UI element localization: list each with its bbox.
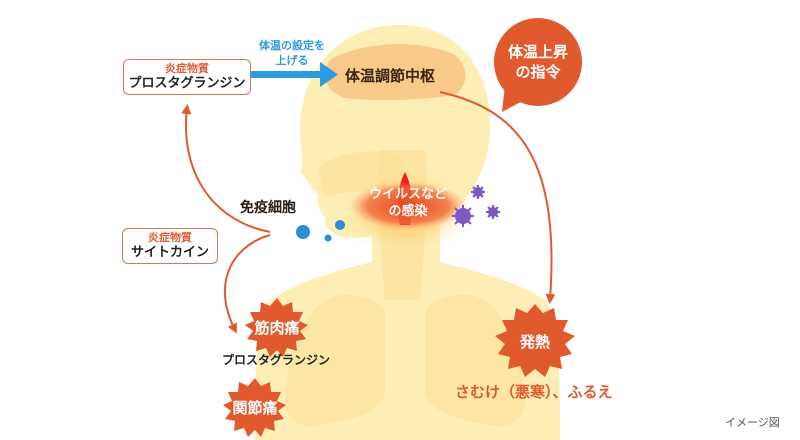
prostaglandin-label: プロスタグランジン: [222, 353, 331, 367]
immune-to-prostaglandin-arrow: [181, 104, 271, 233]
thermoregulation-center-label: 体温調節中枢: [345, 67, 436, 85]
substance-name: プロスタグランジン: [128, 76, 246, 91]
category-label: 炎症物質: [148, 231, 192, 244]
brain-to-fever-arrow: [439, 91, 556, 304]
speech-bubble: [494, 18, 582, 112]
burst-fever: [495, 304, 575, 377]
burst-muscle-pain: [245, 298, 308, 357]
inflammatory-substance-prostaglandin-box: 炎症物質 プロスタグランジン: [123, 59, 251, 95]
raise-setpoint-label: 体温の設定を 上げる: [259, 39, 325, 67]
muscle-pain-label: 筋肉痛: [254, 319, 300, 337]
chills-shivering-label: さむけ（悪寒）、ふるえ: [455, 383, 613, 401]
virus-particles: [452, 185, 500, 227]
image-caption: イメージ図: [725, 416, 780, 429]
immune-to-muscle-arrow: [224, 234, 271, 334]
speech-bubble-text: 体温上昇 の指令: [507, 43, 568, 81]
raise-setpoint-arrow: [250, 62, 338, 87]
burst-joint-pain: [223, 378, 286, 437]
immune-cells: [296, 220, 345, 242]
category-label: 炎症物質: [165, 62, 209, 75]
fever-label: 発熱: [519, 333, 550, 351]
inflammatory-substance-cytokine-box: 炎症物質 サイトカイン: [122, 228, 218, 264]
substance-name: サイトカイン: [130, 245, 209, 260]
infection-label: ウイルスなど の感染: [368, 187, 447, 219]
brain-region: [325, 44, 466, 101]
immune-cells-label: 免疫細胞: [240, 200, 296, 216]
joint-pain-label: 関節痛: [232, 399, 278, 417]
